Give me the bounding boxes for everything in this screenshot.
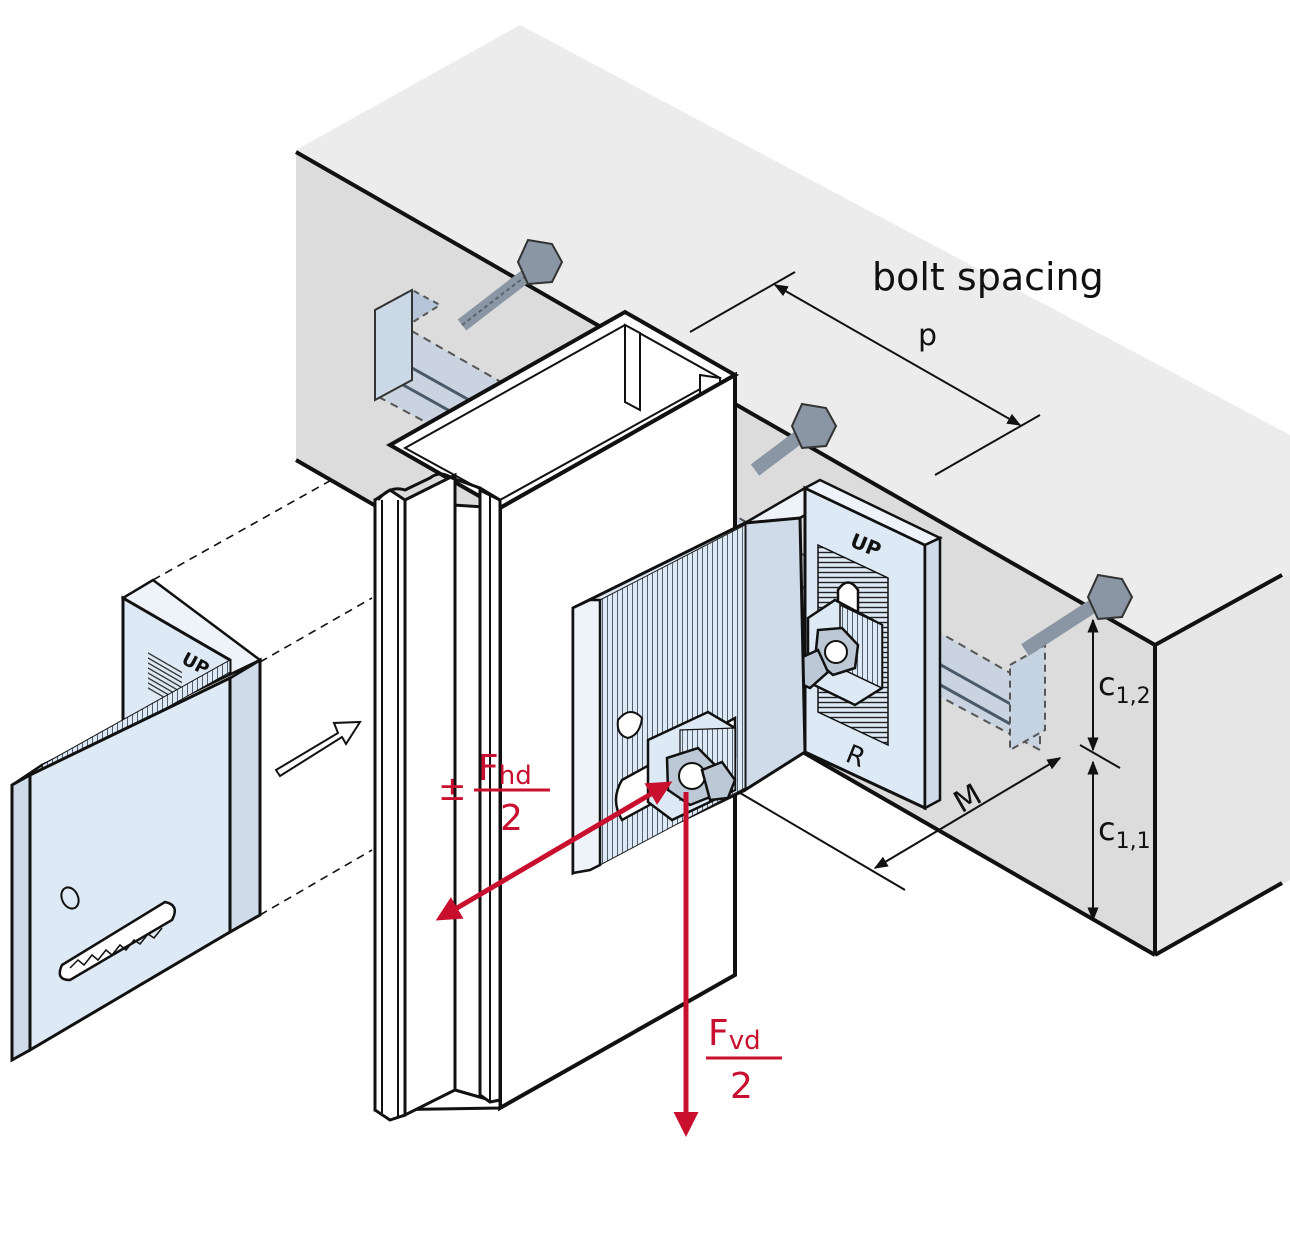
fhd-pm: ± — [438, 769, 467, 809]
fvd-label: Fvd 2 — [706, 1013, 782, 1107]
bolt-spacing-label: bolt spacing — [872, 255, 1104, 299]
detached-bracket-face — [10, 772, 32, 1063]
channel-end-piece — [374, 288, 413, 402]
fvd-numerator: Fvd — [708, 1013, 761, 1056]
bolt-end-left — [700, 760, 737, 802]
anchor-bolt-1 — [457, 238, 564, 331]
fvd-denominator: 2 — [730, 1066, 753, 1107]
bolt-spacing-dimension — [689, 271, 1041, 476]
edge-distance-dimension — [1079, 618, 1121, 922]
mounted-bracket: UP R — [571, 478, 943, 876]
m-dimension — [734, 757, 1062, 891]
c12-label: c1,2 — [1098, 665, 1151, 709]
round-hole-mounted — [616, 711, 644, 740]
serrated-slot — [58, 900, 177, 982]
bolt-head-1 — [516, 238, 564, 286]
mullion-top-groove — [376, 472, 501, 502]
insertion-arrow — [274, 720, 362, 778]
round-hole — [60, 886, 80, 910]
anchor-bolt-3 — [1021, 573, 1134, 656]
slab-end-face — [1155, 575, 1290, 955]
fhd-numerator: Fhd — [478, 748, 532, 791]
force-arrows — [435, 781, 699, 1137]
bracket-base-top — [743, 516, 807, 793]
c11-label: c1,1 — [1098, 810, 1151, 854]
detached-bracket: UP — [10, 578, 263, 1063]
bolt-head-3 — [1086, 573, 1134, 621]
fhd-denominator: 2 — [500, 798, 523, 839]
p-label: p — [918, 318, 937, 353]
horizontal-force-arrow — [435, 781, 673, 921]
fhd-label: ± Fhd 2 — [438, 748, 550, 839]
